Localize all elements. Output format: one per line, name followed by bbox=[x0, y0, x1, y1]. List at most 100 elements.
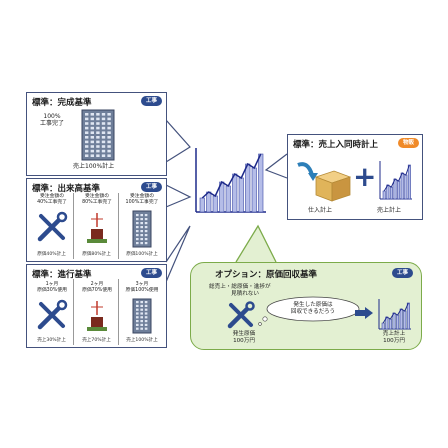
rate-callout-tail bbox=[165, 225, 191, 283]
building-window bbox=[136, 214, 139, 217]
partial-building-icon bbox=[87, 301, 107, 331]
building-window bbox=[136, 327, 139, 330]
decor-bar bbox=[407, 164, 411, 200]
building-window bbox=[136, 218, 139, 221]
building-window bbox=[136, 320, 139, 323]
building-window bbox=[107, 140, 111, 144]
building-window bbox=[136, 234, 139, 237]
panel-title: オプション：原価回収基準 bbox=[215, 270, 318, 280]
building-window bbox=[85, 131, 89, 134]
building-window bbox=[96, 131, 100, 134]
decor-bar bbox=[251, 167, 257, 213]
wrench-screwdriver-icon bbox=[37, 211, 68, 242]
cell-caption: 売上70%計上 bbox=[82, 338, 111, 343]
building-window bbox=[85, 122, 89, 125]
panel-title: 標準：出来高基準 bbox=[32, 184, 101, 194]
building-window bbox=[101, 154, 106, 157]
sales-recorded-amount: 100万円 bbox=[383, 338, 405, 344]
sales-caption: 売上100%計上 bbox=[73, 163, 115, 170]
cell-note: 40%工事完了 bbox=[37, 200, 67, 205]
building-window bbox=[96, 117, 100, 121]
building-window bbox=[96, 149, 100, 153]
decor-bar bbox=[389, 186, 393, 200]
construction-badge: 工事 bbox=[140, 96, 162, 106]
building-window bbox=[140, 308, 143, 311]
building-window bbox=[101, 140, 106, 144]
decor-bar bbox=[245, 163, 251, 213]
building-window bbox=[90, 140, 94, 144]
building-window bbox=[85, 140, 89, 144]
building-window bbox=[144, 312, 148, 315]
center-bar-line-chart bbox=[195, 148, 266, 213]
building-window bbox=[96, 113, 100, 116]
decor-bar bbox=[212, 195, 218, 213]
decor-bar bbox=[206, 191, 212, 213]
building-window bbox=[140, 230, 143, 233]
rate-cell-2m: 2ヶ月 原価70%使用 売上70%計上 bbox=[75, 279, 119, 345]
building-window bbox=[140, 214, 143, 217]
decor-bar bbox=[225, 185, 231, 213]
building-window bbox=[90, 122, 94, 125]
building-window bbox=[101, 126, 106, 130]
building-window bbox=[140, 320, 143, 323]
building-window bbox=[140, 218, 143, 221]
building-window bbox=[144, 234, 148, 237]
decor-bar bbox=[397, 180, 401, 200]
cell-note: 受注金額の bbox=[130, 194, 154, 199]
building-window bbox=[85, 117, 89, 121]
building-window bbox=[140, 234, 143, 237]
building-window bbox=[107, 131, 111, 134]
construction-badge: 工事 bbox=[140, 182, 162, 192]
panel-output-standard: 標準：出来高基準 工事 受注金額の 40%工事完了 原価40%計上 受注金額の … bbox=[26, 178, 167, 262]
building-window bbox=[140, 242, 143, 245]
bubble-text: 回収できるだろう bbox=[290, 309, 336, 315]
building-window bbox=[90, 126, 94, 130]
merchandise-badge: 物販 bbox=[397, 138, 419, 148]
building-window bbox=[85, 145, 89, 148]
decor-bar bbox=[400, 172, 404, 200]
building-window bbox=[85, 149, 89, 153]
wrench-screwdriver-icon bbox=[227, 301, 255, 329]
purchase-label: 仕入計上 bbox=[308, 207, 333, 214]
building-window bbox=[136, 316, 139, 319]
cell-note: 受注金額の bbox=[40, 194, 64, 199]
building-window bbox=[107, 154, 111, 157]
building-window bbox=[85, 154, 89, 157]
building-window bbox=[107, 136, 111, 139]
cell-note: 80%工事完了 bbox=[82, 200, 112, 205]
bubble-text: 発生した原価は bbox=[293, 302, 333, 308]
construction-badge: 工事 bbox=[140, 268, 162, 278]
building-window bbox=[140, 316, 143, 319]
cell-note: 2ヶ月 bbox=[90, 282, 104, 287]
building-window bbox=[90, 117, 94, 121]
completion-label: 工事完了 bbox=[39, 120, 64, 127]
estimate-note: 総売上・総原価・進捗が bbox=[209, 284, 271, 290]
decor-bar bbox=[199, 197, 205, 213]
building-window bbox=[96, 140, 100, 144]
panel-completion-standard: 標準：完成基準 工事 100% 工事完了 売上100%計上 bbox=[26, 92, 167, 176]
building-window bbox=[85, 136, 89, 139]
building-window bbox=[144, 222, 148, 225]
construction-badge: 工事 bbox=[391, 268, 413, 278]
building-window bbox=[140, 222, 143, 225]
building-window bbox=[136, 226, 139, 229]
decor-bar bbox=[392, 312, 396, 330]
decor-bar bbox=[404, 174, 408, 200]
building-window bbox=[140, 323, 143, 326]
building-window bbox=[136, 308, 139, 311]
cell-caption: 原価100%計上 bbox=[126, 252, 158, 257]
building-window bbox=[144, 323, 148, 326]
building-window bbox=[144, 304, 148, 307]
sales-label: 売上計上 bbox=[377, 207, 402, 214]
building-window bbox=[101, 131, 106, 134]
output-callout-tail bbox=[165, 184, 192, 208]
building-window bbox=[136, 301, 139, 304]
thought-bubble bbox=[258, 296, 360, 326]
building-window bbox=[140, 301, 143, 304]
cell-note: 3ヶ月 bbox=[135, 282, 149, 287]
building-window bbox=[90, 149, 94, 153]
decor-bar bbox=[399, 308, 403, 330]
decor-bar bbox=[382, 190, 386, 200]
building-window bbox=[144, 320, 148, 323]
